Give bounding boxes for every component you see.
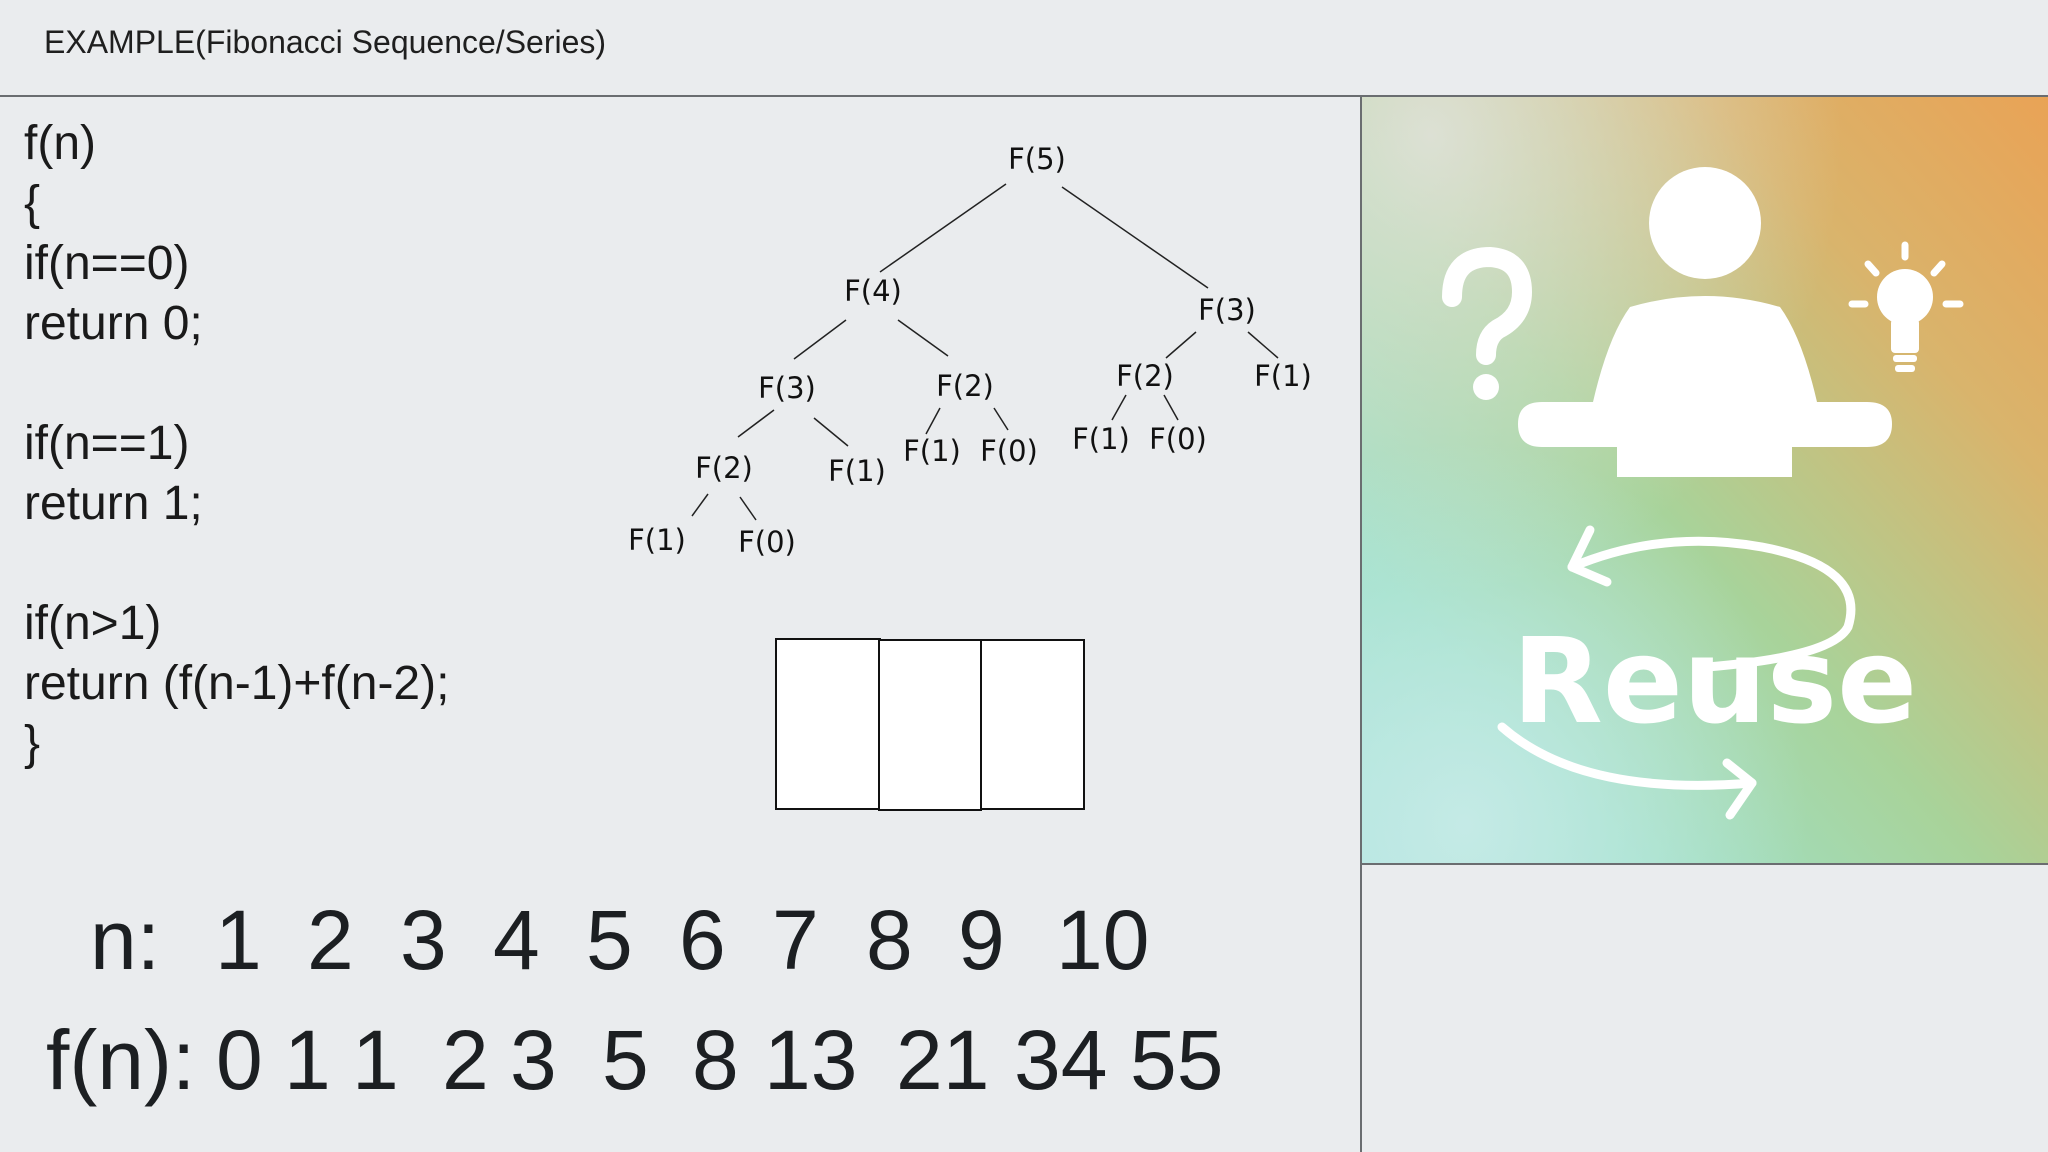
- tree-edges: [691, 183, 1279, 521]
- n-row-label: n:: [90, 893, 161, 987]
- fn-value: 34: [1014, 1013, 1108, 1107]
- tree-node-label: F(1): [628, 523, 686, 557]
- n-value: 5: [586, 893, 633, 987]
- lightbulb-icon: [1848, 241, 1964, 372]
- tree-edge: [993, 407, 1009, 431]
- tree-edge: [1247, 331, 1279, 359]
- cycle-arrows-icon: [1497, 525, 1856, 820]
- tree-node-label: F(1): [1254, 359, 1312, 393]
- code-line: }: [24, 717, 41, 770]
- reuse-word: Reuse: [1512, 612, 1917, 750]
- memo-cell: [878, 639, 982, 811]
- tree-edge: [813, 417, 849, 447]
- fn-value: 13: [764, 1013, 858, 1107]
- memo-cell: [980, 639, 1085, 810]
- fn-row-label: f(n):: [46, 1013, 196, 1107]
- reuse-illustration: Reuse: [1362, 97, 2048, 863]
- n-value: 2: [307, 893, 354, 987]
- fn-value: 55: [1130, 1013, 1224, 1107]
- fn-value: 5: [602, 1013, 649, 1107]
- tree-node-label: F(1): [903, 434, 961, 468]
- fn-value: 0: [216, 1013, 263, 1107]
- tree-edge: [739, 496, 757, 521]
- tree-edge: [879, 183, 1007, 273]
- tree-node-label: F(1): [1072, 422, 1130, 456]
- recursion-tree-diagram: F(5) F(4) F(3) F(3) F(2) F(2) F(1) F(2) …: [628, 142, 1312, 559]
- fn-value: 1: [352, 1013, 399, 1107]
- fn-value: 3: [510, 1013, 557, 1107]
- code-line: return 1;: [24, 477, 203, 530]
- n-value: 3: [400, 893, 447, 987]
- tree-edge: [1163, 394, 1179, 421]
- panel-divider-vertical: [1360, 96, 1362, 1152]
- tree-edge: [1111, 394, 1127, 421]
- tree-edge: [1061, 186, 1209, 289]
- tree-edge: [897, 319, 949, 357]
- tree-edge: [925, 407, 941, 435]
- tree-edge: [691, 493, 709, 517]
- tree-node-label: F(3): [758, 371, 816, 405]
- illustration-bottom-divider: [1361, 863, 2048, 865]
- code-block: f(n) { if(n==0) return 0; if(n==1) retur…: [24, 114, 449, 774]
- n-value: 6: [679, 893, 726, 987]
- tree-node-label: F(4): [844, 274, 902, 308]
- fn-value: 2: [442, 1013, 489, 1107]
- code-line: return 0;: [24, 297, 203, 350]
- code-line: if(n==1): [24, 417, 190, 470]
- tree-labels: F(5) F(4) F(3) F(3) F(2) F(2) F(1) F(2) …: [628, 142, 1312, 559]
- tree-edge: [737, 409, 775, 438]
- code-line: return (f(n-1)+f(n-2);: [24, 657, 450, 710]
- person-icon: [1518, 167, 1892, 477]
- n-value: 4: [493, 893, 540, 987]
- fn-value: 21: [896, 1013, 990, 1107]
- fn-value: 1: [284, 1013, 331, 1107]
- n-value: 1: [215, 893, 262, 987]
- memo-cell: [775, 638, 881, 810]
- tree-node-label: F(2): [695, 451, 753, 485]
- tree-node-label: F(2): [936, 369, 994, 403]
- code-line: if(n>1): [24, 597, 162, 650]
- tree-node-label: F(0): [738, 525, 796, 559]
- n-value: 9: [958, 893, 1005, 987]
- slide-title: EXAMPLE(Fibonacci Sequence/Series): [44, 24, 607, 60]
- tree-node-label: F(0): [980, 434, 1038, 468]
- tree-edge: [1165, 331, 1197, 359]
- fn-value: 8: [692, 1013, 739, 1107]
- tree-node-label: F(1): [828, 454, 886, 488]
- code-line: if(n==0): [24, 237, 190, 290]
- tree-node-label: F(2): [1116, 359, 1174, 393]
- tree-node-label: F(3): [1198, 293, 1256, 327]
- tree-node-label: F(5): [1008, 142, 1066, 176]
- n-value: 8: [866, 893, 913, 987]
- n-value: 7: [772, 893, 819, 987]
- tree-edge: [793, 319, 847, 360]
- tree-node-label: F(0): [1149, 422, 1207, 456]
- question-mark-icon: [1442, 246, 1533, 400]
- code-line: f(n): [24, 117, 96, 170]
- header-divider: [0, 95, 2048, 97]
- n-value: 10: [1056, 893, 1150, 987]
- code-line: {: [24, 177, 41, 230]
